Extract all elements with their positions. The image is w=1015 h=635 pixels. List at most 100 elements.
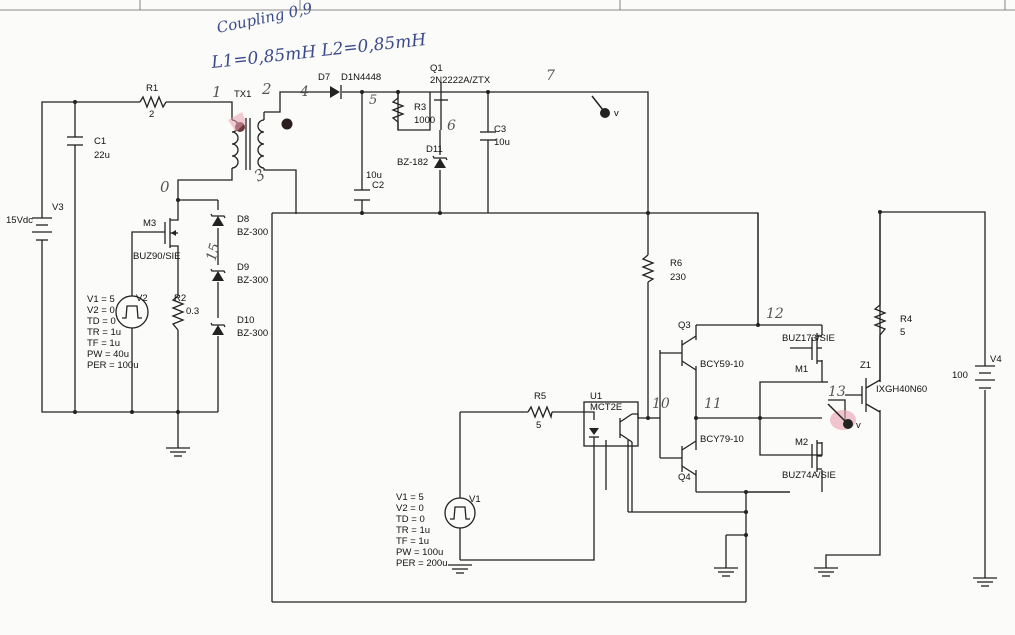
voltage-probe-2: v (827, 403, 861, 431)
node-3-note: 3 (251, 165, 268, 185)
v2-param: TR = 1u (87, 327, 121, 338)
r6-resistor-symbol (641, 254, 655, 283)
v1-param: PW = 100u (396, 547, 443, 558)
c2-name-label: C2 (372, 180, 384, 191)
r4-value-label: 5 (900, 327, 905, 338)
v2-param: TF = 1u (87, 338, 120, 349)
r1-name-label: R1 (146, 83, 158, 94)
d9-name-label: D9 (237, 262, 249, 273)
d11-zener-symbol (432, 155, 448, 168)
node-6-note: 6 (447, 118, 456, 134)
q3-part-label: BCY59-10 (700, 359, 744, 370)
supply-wires (271, 91, 759, 602)
v1-param: V1 = 5 (396, 492, 424, 503)
m3-name-label: M3 (143, 218, 156, 229)
r3-name-label: R3 (414, 102, 426, 113)
d11-name-label: D11 (426, 144, 443, 155)
r5-resistor-symbol (527, 405, 553, 420)
probe-2-label: v (856, 420, 861, 431)
c3-value-label: 10u (494, 137, 510, 148)
v2-pulse-source-symbol (115, 295, 149, 329)
d7-part-label: D1N4448 (341, 72, 381, 83)
u1-optocoupler-symbol (583, 401, 639, 490)
u1-name-label: U1 (590, 391, 602, 402)
tx1-primary-highlight (228, 112, 246, 132)
v1-param: V2 = 0 (396, 503, 424, 514)
tx1-transformer-symbol (231, 91, 310, 214)
r3-value-label: 1000 (414, 115, 435, 126)
d10-name-label: D10 (237, 315, 254, 326)
m2-name-label: M2 (795, 437, 808, 448)
c1-value-label: 22u (94, 150, 110, 161)
m1-part-label: BUZ173/SIE (782, 333, 835, 344)
q4-transistor-symbol (660, 440, 697, 476)
l2-note: L2=0,85mH (319, 30, 428, 61)
probe-1-label: v (614, 108, 619, 119)
d11-part-label: BZ-182 (397, 157, 428, 168)
v1-param: TD = 0 (396, 514, 425, 525)
ground-symbol (973, 577, 997, 587)
d10-zener-symbol (210, 322, 226, 335)
coupling-note: Coupling 0,9 (215, 0, 314, 37)
output-wires (825, 211, 986, 578)
v2-param: V1 = 5 (87, 294, 115, 305)
d9-zener-symbol (210, 268, 226, 281)
r2-value-label: 0.3 (186, 306, 199, 317)
v2-param: V2 = 0 (87, 305, 115, 316)
r5-name-label: R5 (534, 391, 546, 402)
v2-params: V1 = 5 V2 = 0 TD = 0 TR = 1u TF = 1u PW … (87, 294, 139, 371)
junction-dots (73, 90, 882, 537)
r1-resistor-symbol (139, 95, 167, 109)
voltage-probe-1: v (591, 95, 619, 119)
node-1-note: 1 (212, 83, 222, 101)
tx1-secondary-probe-dot (281, 118, 293, 130)
node-11-note: 11 (704, 396, 722, 412)
q4-name-label: Q4 (678, 472, 691, 483)
v1-params: V1 = 5 V2 = 0 TD = 0 TR = 1u TF = 1u PW … (396, 492, 448, 569)
m2-mosfet-symbol (811, 440, 822, 472)
node-10-note: 10 (652, 396, 670, 412)
v4-value-label: 100 (952, 370, 968, 381)
v1-pulse-source-symbol (444, 497, 476, 529)
q3-name-label: Q3 (678, 320, 691, 331)
tx1-name-label: TX1 (234, 89, 251, 100)
v3-value-label: 15Vdc (6, 215, 33, 226)
ground-symbol (166, 447, 190, 457)
m3-part-label: BUZ90/SIE (133, 251, 181, 262)
v3-name-label: V3 (52, 202, 64, 213)
c3-capacitor-symbol (480, 131, 496, 141)
ground-symbol (714, 567, 738, 577)
primary-wires (41, 101, 233, 448)
m1-mosfet-symbol (790, 333, 822, 364)
ground-symbol (448, 564, 472, 574)
m3-mosfet-symbol (164, 210, 179, 252)
v1-name-label: V1 (469, 494, 481, 505)
d8-part-label: BZ-300 (237, 227, 268, 238)
v1-param: TF = 1u (396, 536, 429, 547)
v2-param: TD = 0 (87, 316, 116, 327)
v4-battery-symbol (975, 365, 995, 389)
d8-zener-symbol (210, 213, 226, 226)
c2-value-label: 10u (366, 170, 382, 181)
v1-param: PER = 200u (396, 558, 448, 569)
z1-igbt-symbol (845, 378, 881, 413)
node-4-note: 4 (299, 84, 309, 100)
d10-part-label: BZ-300 (237, 328, 268, 339)
d7-name-label: D7 (318, 72, 330, 83)
node-13-note: 13 (828, 384, 846, 400)
q1-name-label: Q1 (430, 63, 443, 74)
node-5-note: 5 (369, 93, 377, 108)
node-15-note: 15 (204, 241, 224, 262)
node-2-note: 2 (261, 80, 272, 98)
d7-diode-symbol (330, 85, 342, 99)
v2-param: PW = 40u (87, 349, 129, 360)
r5-value-label: 5 (536, 420, 541, 431)
driver-wires (272, 213, 846, 603)
q4-part-label: BCY79-10 (700, 434, 744, 445)
z1-part-label: IXGH40N60 (876, 384, 927, 395)
m1-name-label: M1 (795, 364, 808, 375)
c1-capacitor-symbol (67, 136, 83, 146)
opto-wires (459, 411, 648, 561)
l1-note: L1=0,85mH (209, 42, 318, 73)
